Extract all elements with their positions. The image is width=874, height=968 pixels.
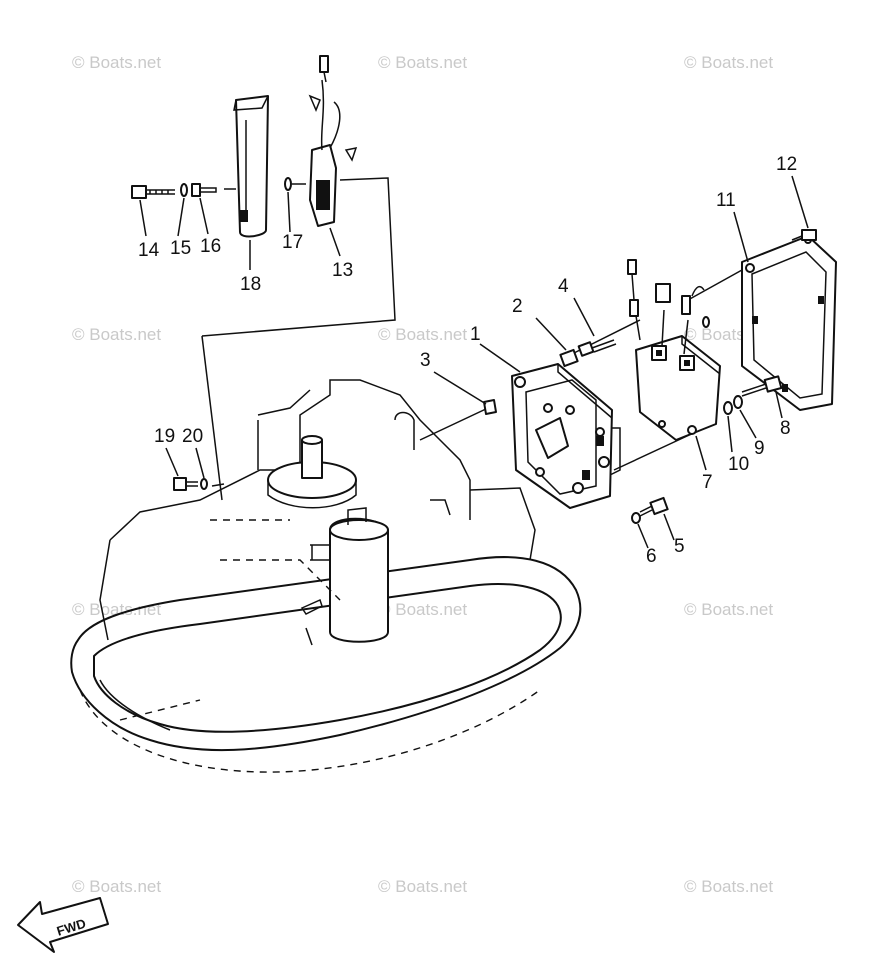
part-number-4: 4: [558, 276, 569, 297]
watermark: © Boats.net: [684, 600, 773, 619]
part-number-17: 17: [282, 232, 303, 253]
bottom-cowling: [70, 379, 582, 773]
part-7-regulator: [627, 259, 721, 441]
part-number-2: 2: [512, 296, 523, 317]
part-number-7: 7: [702, 472, 713, 493]
part-number-13: 13: [332, 260, 353, 281]
part-11-cover: [741, 229, 837, 411]
callout-leaders: [139, 175, 809, 549]
bracket-fasteners: [131, 177, 306, 199]
leader-lines: [201, 177, 743, 501]
watermarks: © Boats.net © Boats.net © Boats.net © Bo…: [72, 53, 773, 896]
part-number-20: 20: [182, 426, 203, 447]
part-number-16: 16: [200, 236, 221, 257]
left-fasteners: [173, 477, 208, 491]
part-number-1: 1: [470, 324, 481, 345]
part-number-8: 8: [780, 418, 791, 439]
watermark: © Boats.net: [684, 53, 773, 72]
part-13-module: [308, 55, 358, 227]
part-number-10: 10: [728, 454, 749, 475]
watermark: © Boats.net: [72, 877, 161, 896]
part-number-12: 12: [776, 154, 797, 175]
part-labels: 1 2 3 4 5 6 7 8 9 10 11 12 13 14 15 16 1…: [138, 154, 797, 567]
part-1-cover-plate: [511, 363, 613, 509]
regulator-fasteners: [723, 375, 783, 415]
watermark: © Boats.net: [378, 53, 467, 72]
part-number-3: 3: [420, 350, 431, 371]
part-number-15: 15: [170, 238, 191, 259]
watermark: © Boats.net: [684, 877, 773, 896]
lower-fasteners: [631, 496, 669, 524]
part-number-11: 11: [716, 190, 736, 211]
part-number-9: 9: [754, 438, 765, 459]
watermark: © Boats.net: [378, 600, 467, 619]
part-number-18: 18: [240, 274, 261, 295]
watermark: © Boats.net: [378, 877, 467, 896]
part-18-bracket: [233, 95, 269, 238]
watermark: © Boats.net: [378, 325, 467, 344]
part-number-6: 6: [646, 546, 657, 567]
watermark: © Boats.net: [72, 600, 161, 619]
part-number-19: 19: [154, 426, 175, 447]
part-number-5: 5: [674, 536, 685, 557]
fwd-arrow-icon: FWD: [17, 897, 109, 953]
watermark: © Boats.net: [72, 325, 161, 344]
watermark: © Boats.net: [72, 53, 161, 72]
cover-fasteners: [483, 339, 617, 415]
part-number-14: 14: [138, 240, 160, 261]
